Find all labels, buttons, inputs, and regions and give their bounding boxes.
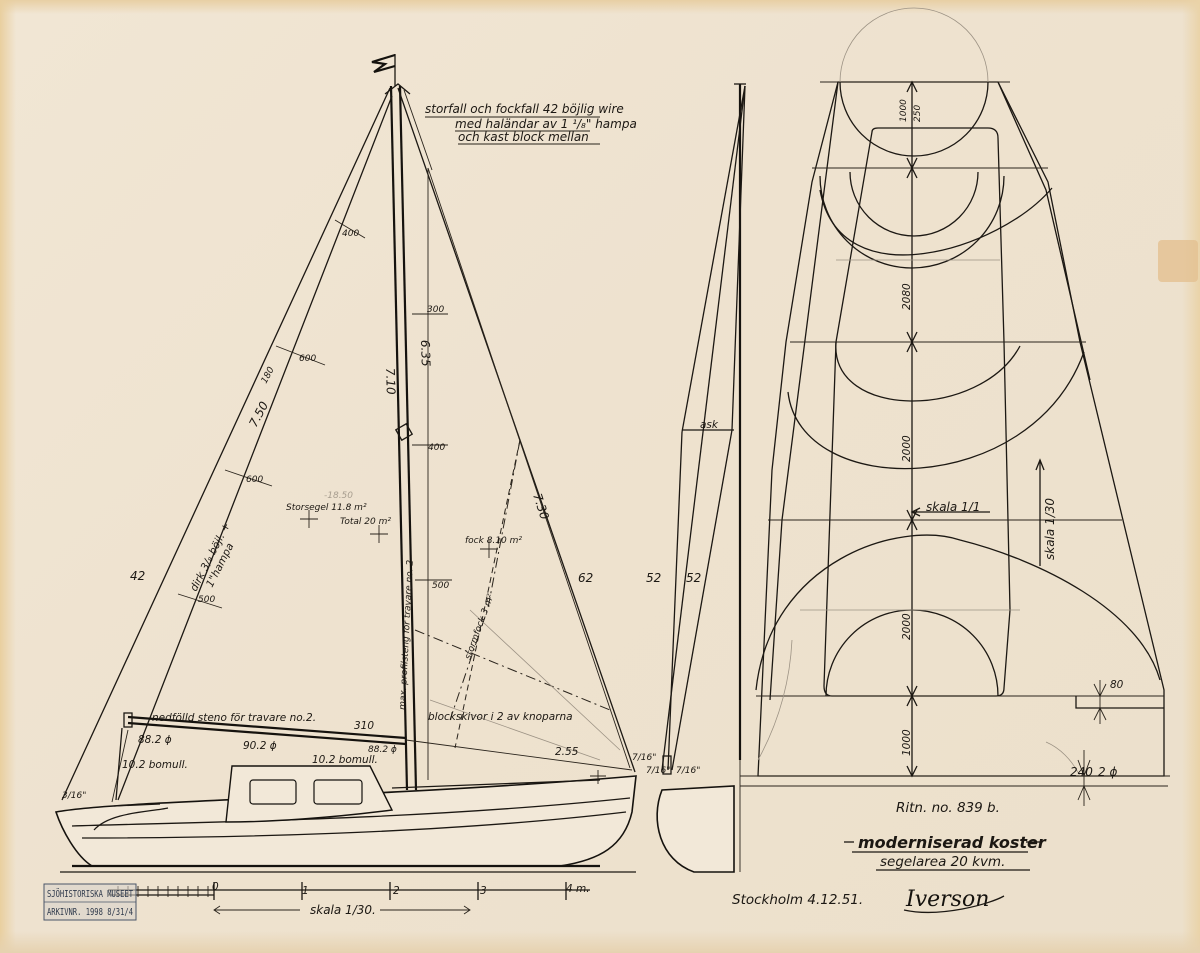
pattern-1000a: 1000 — [899, 99, 909, 122]
dim-42: 42 — [130, 569, 145, 583]
scale-tick-0: 0 — [212, 881, 219, 893]
dim-500a: 500 — [198, 595, 215, 605]
dim-180: 180 — [260, 365, 277, 385]
pennant-flag — [371, 53, 396, 86]
cabin — [225, 765, 601, 823]
title-block: Ritn. no. 839 b. moderniserad koster seg… — [732, 800, 1047, 914]
dim-716a: 7/16" — [632, 753, 656, 763]
dim-300: 300 — [427, 305, 444, 315]
jib-area: fock 8.10 m² — [465, 536, 522, 546]
halyard-note-3: och kast block mellan — [458, 130, 589, 144]
dim-730: 7.30 — [530, 492, 552, 522]
halyard-note-1: storfall och fockfall 42 böjlig wire — [425, 102, 624, 116]
mainsail-area: Storsegel 11.8 m² — [286, 503, 367, 513]
spar-profile — [656, 83, 746, 873]
dim-255: 2.55 — [555, 746, 579, 758]
stamp-archive-number: ARKIVNR. 1998 8/31/4 — [47, 907, 133, 918]
scale-tick-4: 4 m. — [566, 883, 590, 895]
paper-edge-left — [0, 0, 16, 953]
boom — [123, 712, 407, 746]
jib-sheet-line — [449, 439, 521, 721]
mainsail-leech — [117, 95, 393, 801]
dim-600b: 600 — [246, 475, 263, 485]
dim-52a: 52 — [646, 571, 661, 585]
drawing-subtitle: segelarea 20 kvm. — [880, 854, 1005, 870]
dim-62: 62 — [578, 571, 593, 585]
halyard-note-2: med haländar av 1 ¹/₈" hampa — [455, 117, 637, 131]
sail-pattern — [740, 7, 1170, 806]
scale-caption: skala 1/30. — [310, 903, 376, 917]
dim-882a: 88.2 ϕ — [138, 734, 172, 746]
dim-716c: 7/16" — [676, 766, 700, 776]
dim-716b: 7/16" — [646, 766, 670, 776]
pattern-80: 80 — [1110, 679, 1124, 691]
dim-102a: 10.2 bomull. — [122, 759, 188, 771]
dim-52b: 52 — [686, 571, 701, 585]
dim-710: 7.10 — [383, 368, 398, 396]
scale-bar: 0 1 2 3 4 m. skala 1/30. — [108, 881, 590, 917]
scale-tick-1: 1 — [302, 885, 309, 897]
block-note: blockskivor i 2 av knoparna — [428, 711, 573, 723]
scale-1-30-label: skala 1/30 — [1043, 498, 1057, 560]
drawing-number: Ritn. no. 839 b. — [896, 800, 1000, 816]
sail-plan — [54, 53, 637, 873]
backstay — [61, 87, 391, 801]
paper-edge-right — [1182, 0, 1200, 953]
pattern-2phi: 2 ϕ — [1098, 765, 1117, 779]
hull — [54, 770, 637, 873]
dim-500b: 500 — [432, 581, 449, 591]
dim-902: 90.2 ϕ — [243, 740, 277, 752]
designer-signature: Iverson — [905, 887, 989, 912]
scale-1-1-label: skala 1/1 — [926, 500, 980, 514]
dim-635: 6.35 — [418, 340, 433, 367]
pattern-2080: 2080 — [901, 283, 913, 310]
tiller — [113, 803, 161, 807]
pattern-240: 240 — [1070, 765, 1093, 779]
pattern-2000b: 2000 — [901, 613, 913, 640]
paper-edge-bottom — [0, 931, 1200, 953]
dim-102b: 10.2 bomull. — [312, 754, 378, 766]
pattern-2000a: 2000 — [901, 435, 913, 462]
storm-jib-note: stormfock 3 m² — [463, 593, 496, 661]
dim-316: 3/16" — [62, 791, 86, 801]
pattern-1000b: 1000 — [901, 729, 913, 756]
dim-400b: 400 — [428, 443, 445, 453]
faint-area: -18.50 — [324, 491, 353, 501]
scale-tick-2: 2 — [393, 885, 400, 897]
ask-label: ask — [700, 419, 719, 431]
drawing-title: moderniserad koster — [858, 833, 1047, 852]
dim-882b: 88.2 ϕ — [368, 745, 397, 755]
pattern-250: 250 — [913, 105, 923, 122]
lowered-stay-note: nedfölld steno för travare no.2. — [152, 712, 316, 724]
total-area: Total 20 m² — [340, 517, 391, 527]
paper-edge-top — [0, 0, 1200, 14]
place-date: Stockholm 4.12.51. — [732, 892, 863, 908]
museum-stamp: SJÖHISTORISKA MUSEET ARKIVNR. 1998 8/31/… — [43, 883, 137, 921]
lowered-stay-dim: 310 — [354, 720, 374, 732]
dim-400a: 400 — [342, 229, 359, 239]
scale-tick-3: 3 — [480, 885, 487, 897]
tape-stain — [1158, 240, 1198, 282]
stamp-museum-name: SJÖHISTORISKA MUSEET — [47, 889, 133, 900]
dim-600a: 600 — [299, 354, 316, 364]
